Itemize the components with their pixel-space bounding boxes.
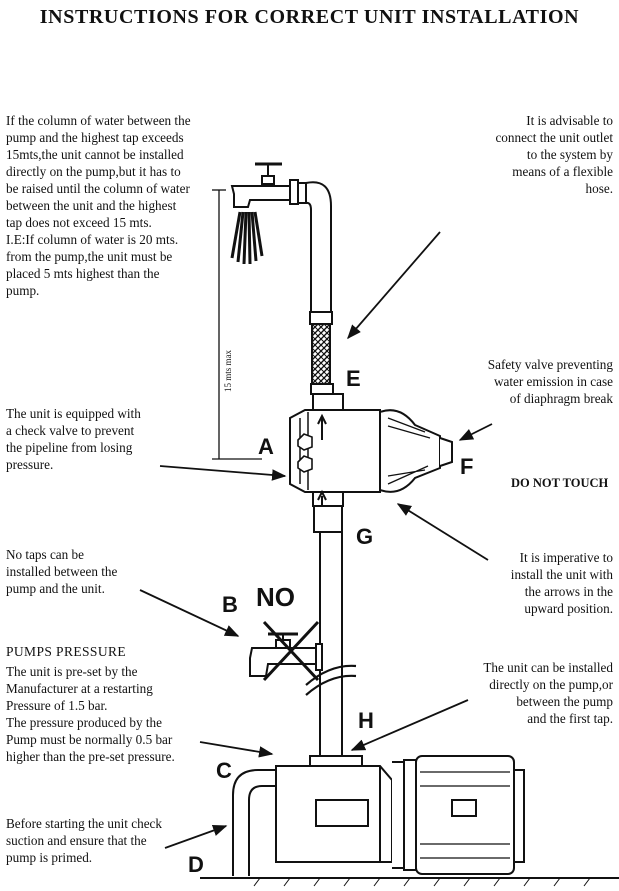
note-install-location: The unit can be installed directly on th… <box>483 660 613 726</box>
ground-hatch <box>253 877 591 887</box>
arrow-pump-pressure <box>199 741 274 758</box>
arrow-install-location <box>350 699 469 751</box>
flexible-hose <box>309 311 334 395</box>
do-not-touch-label: DO NOT TOUCH <box>511 476 609 490</box>
label-d: D <box>188 852 204 877</box>
note-arrows-up: It is imperative to install the unit wit… <box>510 550 613 616</box>
height-dimension <box>212 189 262 460</box>
height-dimension-label: 15 mts max <box>223 350 233 392</box>
label-c: C <box>216 758 232 783</box>
label-f: F <box>460 454 473 479</box>
pumps-pressure-heading: PUMPS PRESSURE <box>6 644 127 659</box>
label-no: NO <box>256 582 295 612</box>
note-check-valve: The unit is equipped with a check valve … <box>6 406 141 472</box>
pump-motor <box>232 755 525 876</box>
arrow-priming <box>164 824 228 849</box>
forbidden-cross-icon <box>262 620 320 682</box>
note-flexible-hose: It is advisable to connect the unit outl… <box>495 113 613 196</box>
water-spray-icon <box>230 211 264 265</box>
label-e: E <box>346 366 361 391</box>
label-h: H <box>358 708 374 733</box>
arrow-check-valve <box>159 465 287 481</box>
callout-arrows <box>139 231 493 849</box>
note-safety-valve: Safety valve preventing water emission i… <box>487 357 613 406</box>
note-priming: Before starting the unit check suction a… <box>6 816 162 865</box>
label-a: A <box>258 434 274 459</box>
upper-pipe <box>305 181 332 312</box>
control-unit <box>289 393 453 533</box>
pipe-break-mark <box>305 664 357 696</box>
arrow-flexible-hose <box>347 231 441 340</box>
note-no-taps: No taps can be installed between the pum… <box>6 547 118 596</box>
lower-pipe <box>319 532 343 760</box>
arrow-arrows-up <box>396 503 489 561</box>
arrow-no-taps <box>139 589 240 637</box>
note-column-height: If the column of water between the pump … <box>6 113 191 298</box>
label-b: B <box>222 592 238 617</box>
forbidden-tap <box>249 632 323 677</box>
label-g: G <box>356 524 373 549</box>
top-tap <box>230 162 307 208</box>
arrow-safety-valve <box>458 423 493 441</box>
note-pumps-pressure: The unit is pre-set by the Manufacturer … <box>6 664 175 764</box>
page-title: INSTRUCTIONS FOR CORRECT UNIT INSTALLATI… <box>39 6 580 28</box>
